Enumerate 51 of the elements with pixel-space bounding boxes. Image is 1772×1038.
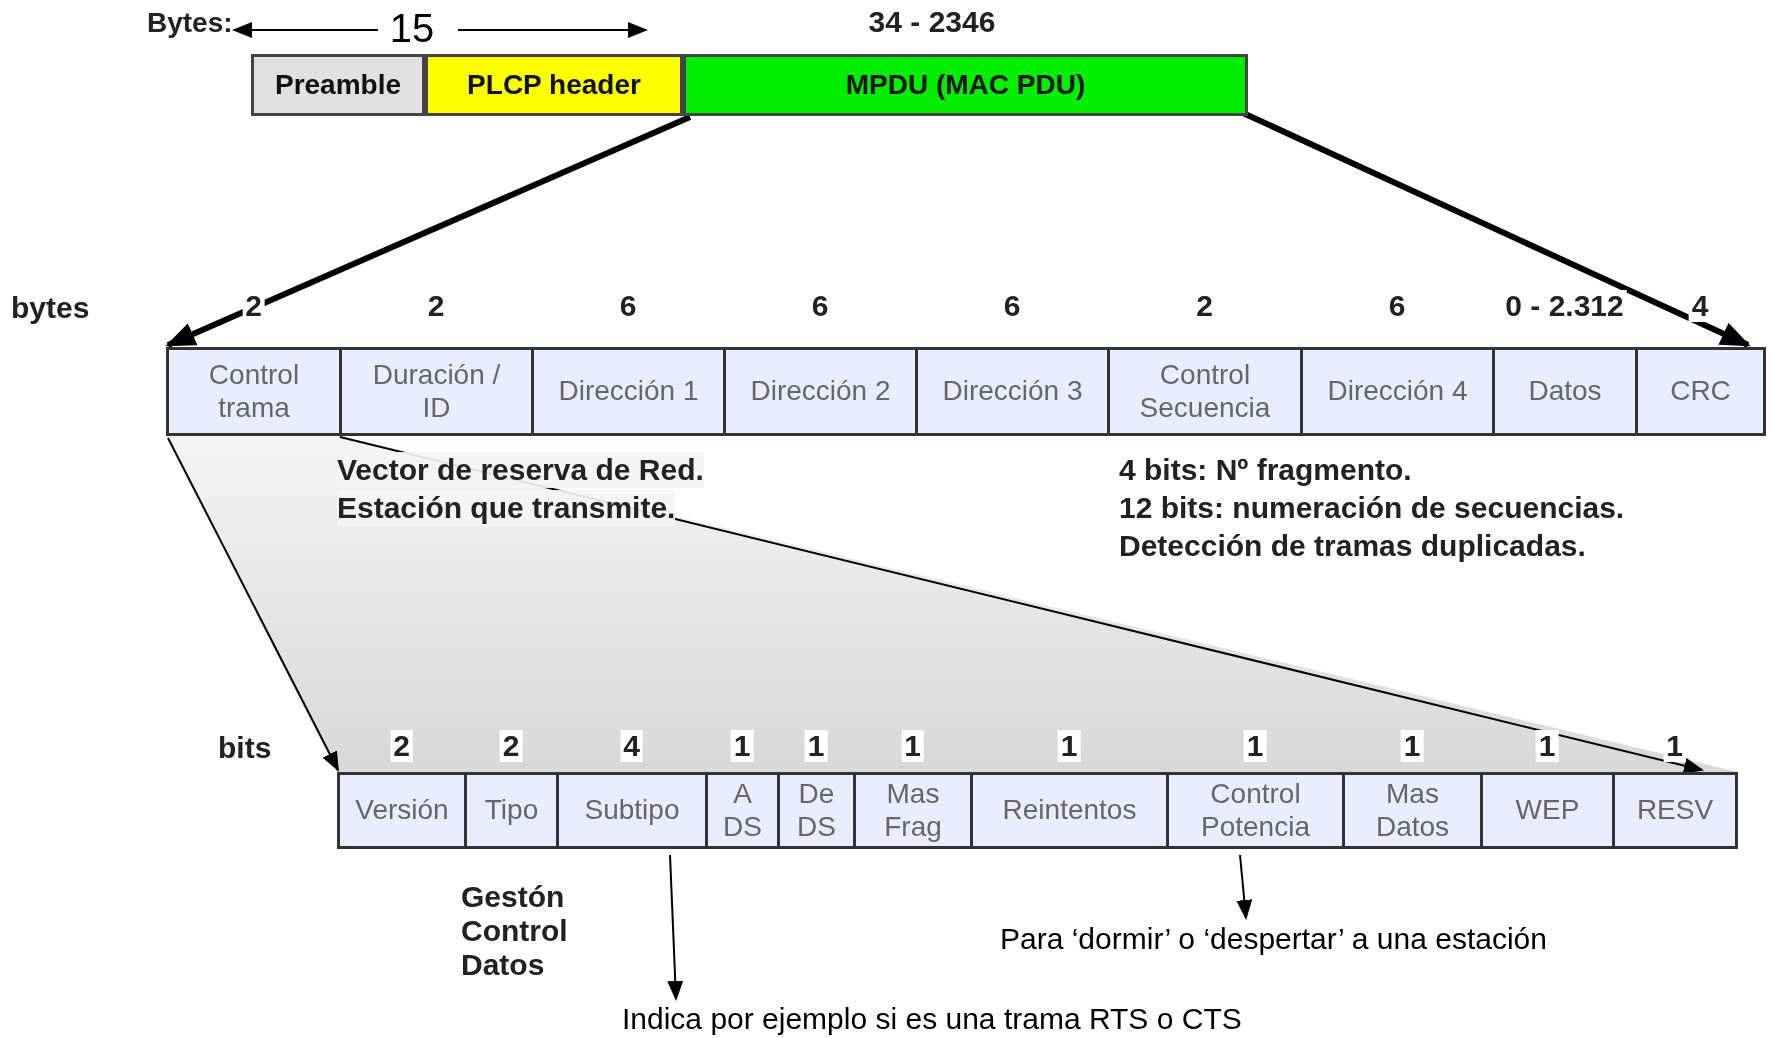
bit-count: 1 (1535, 730, 1559, 762)
field-cell: Datos (1492, 347, 1638, 436)
field-cell: Control Secuencia (1107, 347, 1303, 436)
field-cell: Mas Datos (1342, 772, 1483, 849)
note-text: Gestón Control Datos (461, 880, 568, 982)
frame-field: PLCP header (425, 54, 683, 116)
field-cell: Dirección 2 (723, 347, 918, 436)
field-cell: Control Potencia (1166, 772, 1345, 849)
bit-count: 4 (620, 730, 643, 762)
bit-count: 1 (1400, 730, 1424, 762)
field-cell: CRC (1635, 347, 1766, 436)
field-cell: Dirección 4 (1300, 347, 1495, 436)
field-cell: Duración / ID (339, 347, 534, 436)
arrow (1241, 110, 1751, 348)
field-cell: Tipo (464, 772, 559, 849)
field-cell: Mas Frag (853, 772, 973, 849)
frame-field: MPDU (MAC PDU) (683, 54, 1248, 116)
arrow (667, 854, 684, 1001)
field-cell: Control trama (166, 347, 342, 436)
bit-count: 1 (1057, 730, 1081, 762)
field-cell: Versión (337, 772, 467, 849)
note-text: Indica por ejemplo si es una trama RTS o CTS (622, 1000, 1382, 1038)
note-text: Para ‘dormir’ o ‘despertar’ a una estación (1000, 919, 1720, 959)
dimension-value: 15 (389, 5, 435, 52)
note-text: Estación que transmite. (337, 490, 676, 526)
arrow (167, 437, 339, 772)
field-cell: WEP (1480, 772, 1615, 849)
unit-caption: bytes (11, 290, 90, 326)
size-caption: Bytes: (147, 6, 233, 40)
bit-count: 1 (730, 730, 754, 762)
unit-caption: bits (218, 730, 272, 766)
dimension-value: 34 - 2346 (868, 4, 996, 40)
field-cell: Subtipo (556, 772, 708, 849)
field-cell: Dirección 3 (915, 347, 1110, 436)
field-cell: Reintentos (970, 772, 1169, 849)
field-cell: A DS (705, 772, 780, 849)
field-cell: De DS (777, 772, 856, 849)
note-text: Vector de reserva de Red. (337, 452, 704, 488)
frame-field: Preamble (251, 54, 425, 116)
bit-count: 2 (390, 730, 413, 762)
bit-count: 1 (804, 730, 828, 762)
note-text: 12 bits: numeración de secuencias. (1119, 490, 1625, 526)
note-text: Detección de tramas duplicadas. (1119, 528, 1586, 564)
field-cell: Dirección 1 (531, 347, 726, 436)
field-cell: RESV (1612, 772, 1738, 849)
arrow (165, 114, 692, 348)
bit-count: 1 (901, 730, 924, 762)
arrow (1236, 854, 1253, 920)
bit-count: 1 (1243, 730, 1267, 762)
bit-count: 2 (499, 730, 523, 762)
note-text: 4 bits: Nº fragmento. (1119, 452, 1412, 488)
